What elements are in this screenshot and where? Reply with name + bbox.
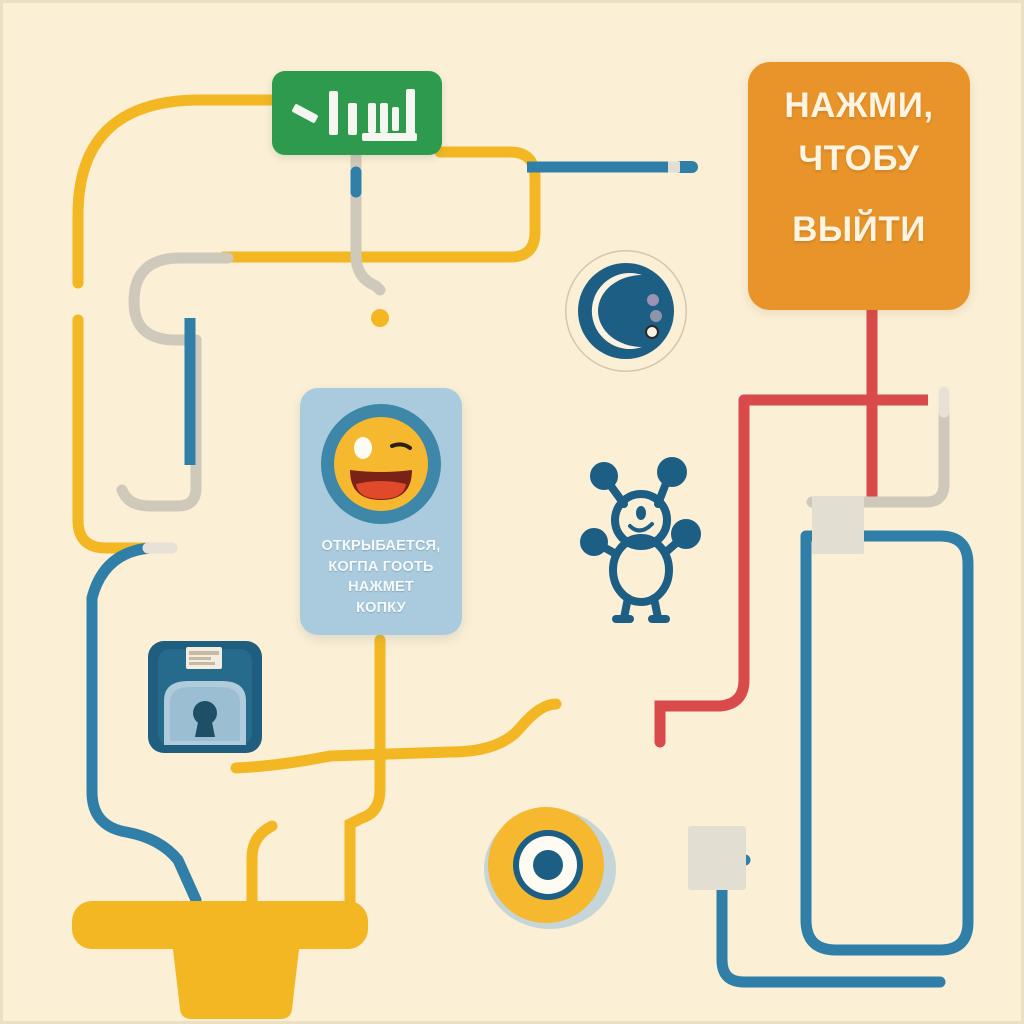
glyph-bar-2 <box>348 103 357 135</box>
caption-line-2: КОГПА ГООТЬ <box>328 558 434 575</box>
glyph-bar-6 <box>406 89 415 137</box>
moon-badge[interactable] <box>565 250 687 372</box>
connector-block-bottom-right <box>688 826 746 890</box>
info-card-caption: ОТКРЫБАЕТСЯ, КОГПА ГООТЬ НАЖМЕТ КОПКУ <box>300 536 462 618</box>
glyph-bar-3 <box>368 103 376 133</box>
yellow-wire-left-stub <box>72 314 158 554</box>
alien-figure-icon <box>580 457 701 623</box>
exit-sign-line-3: ВЫЙТИ <box>792 209 926 249</box>
blue-wire-left <box>86 542 202 906</box>
lock-floppy-glyph <box>148 641 262 753</box>
gray-wire-right <box>806 406 950 508</box>
alien-figure[interactable] <box>580 457 704 624</box>
caption-line-3: НАЖМЕТ <box>348 579 414 596</box>
exit-sign-line-1: НАЖМИ, <box>784 86 934 125</box>
exit-sign-line-2: ЧТОБУ <box>798 138 920 178</box>
yellow-wire-center-vertical <box>344 634 386 912</box>
winking-smiley-icon <box>321 404 441 524</box>
connector-sleeve-green-sign <box>350 149 386 296</box>
caption-line-4: КОПКУ <box>356 599 406 616</box>
info-card[interactable]: ОТКРЫБАЕТСЯ, КОГПА ГООТЬ НАЖМЕТ КОПКУ <box>300 388 462 635</box>
yellow-wire-loop <box>218 146 541 263</box>
exit-sign[interactable]: НАЖМИ, ЧТОБУ ВЫЙТИ <box>748 62 970 310</box>
yellow-wire-top-left <box>72 94 306 289</box>
tray[interactable] <box>72 901 368 1024</box>
yellow-wire-tray-right <box>246 820 278 912</box>
green-sign-glyphs <box>272 71 442 155</box>
lock-floppy-icon[interactable] <box>148 637 262 757</box>
eye-button-icon <box>484 807 616 929</box>
moon-icon <box>578 263 674 359</box>
glyph-bar-1 <box>329 91 338 135</box>
glyph-bar-4 <box>380 103 388 133</box>
red-wire-left-drop <box>654 394 750 748</box>
glyph-bar-5 <box>392 107 399 131</box>
yellow-wire-center-horizontal <box>230 698 562 774</box>
caption-line-1: ОТКРЫБАЕТСЯ, <box>321 538 441 554</box>
blue-wire-right-loop <box>800 530 974 956</box>
green-sign[interactable] <box>272 71 442 155</box>
connector-block-center-right <box>812 496 864 554</box>
glyph-baseline <box>362 133 417 141</box>
gray-wire-left <box>128 252 234 346</box>
gray-wire-left-lower <box>116 334 202 512</box>
yellow-dot <box>371 309 389 327</box>
eye-button[interactable] <box>478 803 622 931</box>
tray-icon <box>72 901 368 1019</box>
glyph-slash <box>291 103 319 124</box>
blue-wire-bottom-left-elbow <box>716 870 946 988</box>
